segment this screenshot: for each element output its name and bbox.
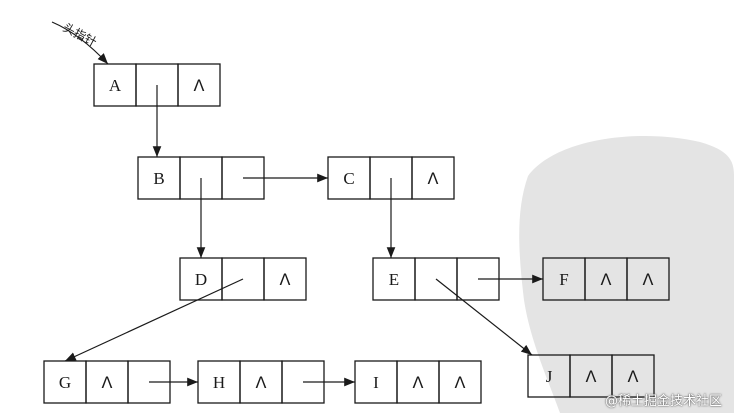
node-b-cell-2 <box>221 156 265 200</box>
null-pointer-symbol: Λ <box>256 373 267 392</box>
head-pointer: 头指针 <box>51 19 109 65</box>
node-label: F <box>559 270 568 289</box>
null-pointer-symbol: Λ <box>643 270 654 289</box>
node-e: E <box>372 257 500 301</box>
head-pointer-label: 头指针 <box>61 19 100 49</box>
node-label: G <box>59 373 71 392</box>
node-c-cell-2 <box>411 156 455 200</box>
null-pointer-symbol: Λ <box>586 367 597 386</box>
null-pointer-symbol: Λ <box>628 367 639 386</box>
node-h-cell-2 <box>281 360 325 404</box>
null-pointer-symbol: Λ <box>413 373 424 392</box>
first-child-pointer <box>64 278 244 362</box>
null-pointer-symbol: Λ <box>428 169 439 188</box>
node-label: I <box>373 373 379 392</box>
node-g-cell-2 <box>127 360 171 404</box>
null-pointer-symbol: Λ <box>280 270 291 289</box>
null-pointer-symbol: Λ <box>194 76 205 95</box>
node-label: E <box>389 270 399 289</box>
node-b: B <box>137 156 265 200</box>
node-label: B <box>153 169 164 188</box>
node-label: J <box>546 367 553 386</box>
node-f-cell-2 <box>626 257 670 301</box>
node-e-cell-2 <box>456 257 500 301</box>
node-label: A <box>109 76 122 95</box>
head-pointer-arrow <box>51 21 109 65</box>
null-pointer-symbol: Λ <box>455 373 466 392</box>
null-pointer-symbol: Λ <box>102 373 113 392</box>
node-a-cell-2 <box>177 63 221 107</box>
node-label: H <box>213 373 225 392</box>
node-label: C <box>343 169 354 188</box>
first-child-pointer <box>435 278 533 356</box>
null-pointer-symbol: Λ <box>601 270 612 289</box>
pointer-arrows <box>64 85 543 387</box>
node-j-cell-2 <box>611 354 655 398</box>
node-d-cell-2 <box>263 257 307 301</box>
node-i-cell-2 <box>438 360 482 404</box>
watermark-text: @稀土掘金技术社区 <box>604 394 722 409</box>
node-label: D <box>195 270 207 289</box>
